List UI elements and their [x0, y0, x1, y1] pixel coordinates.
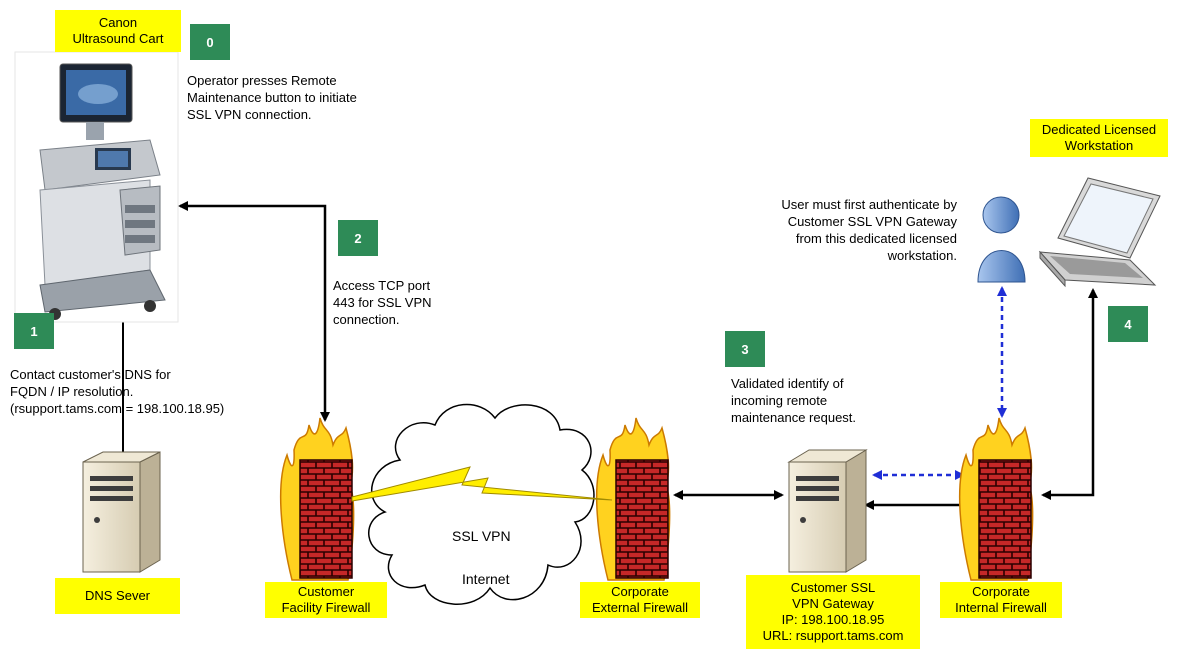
step3-note: Validated identify of incoming remote ma… — [731, 376, 857, 425]
user-icon — [977, 196, 1026, 283]
workstation-label: Dedicated Licensed Workstation — [1030, 119, 1168, 157]
vpn-gateway-label: Customer SSL VPN Gateway IP: 198.100.18.… — [746, 575, 920, 649]
vpn-gateway-server-icon — [787, 449, 868, 573]
step1-note: Contact customer's DNS for FQDN / IP res… — [10, 367, 225, 416]
corporate-external-firewall-icon — [595, 417, 671, 581]
corporate-internal-firewall-label: Corporate Internal Firewall — [940, 582, 1062, 618]
dns-server-icon — [82, 451, 161, 573]
customer-facility-firewall-icon — [279, 417, 355, 581]
ssl-vpn-lightning-icon — [351, 466, 613, 502]
int-firewall-to-workstation-arrow — [1041, 288, 1098, 500]
step-badge-0: 0 — [190, 24, 230, 60]
internet-text: Internet — [462, 571, 510, 587]
step-badge-4: 4 — [1108, 306, 1148, 342]
ultrasound-cart-icon — [14, 51, 179, 323]
customer-facility-firewall-label: Customer Facility Firewall — [265, 582, 387, 618]
step-badge-2: 2 — [338, 220, 378, 256]
laptop-workstation-icon — [1038, 177, 1161, 288]
internet-cloud-icon — [368, 403, 595, 605]
corporate-external-firewall-label: Corporate External Firewall — [580, 582, 700, 618]
step-badge-1: 1 — [14, 313, 54, 349]
ssl-vpn-text: SSL VPN — [452, 528, 511, 544]
user-auth-note: User must first authenticate by Customer… — [781, 197, 957, 263]
dns-server-label: DNS Sever — [55, 578, 180, 614]
step2-note: Access TCP port 443 for SSL VPN connecti… — [333, 278, 432, 327]
corporate-internal-firewall-icon — [958, 417, 1034, 581]
cart-to-facility-firewall-arrow — [178, 201, 330, 422]
step0-note: Operator presses Remote Maintenance butt… — [187, 73, 357, 122]
step-badge-3: 3 — [725, 331, 765, 367]
ultrasound-cart-label: Canon Ultrasound Cart — [55, 10, 181, 52]
